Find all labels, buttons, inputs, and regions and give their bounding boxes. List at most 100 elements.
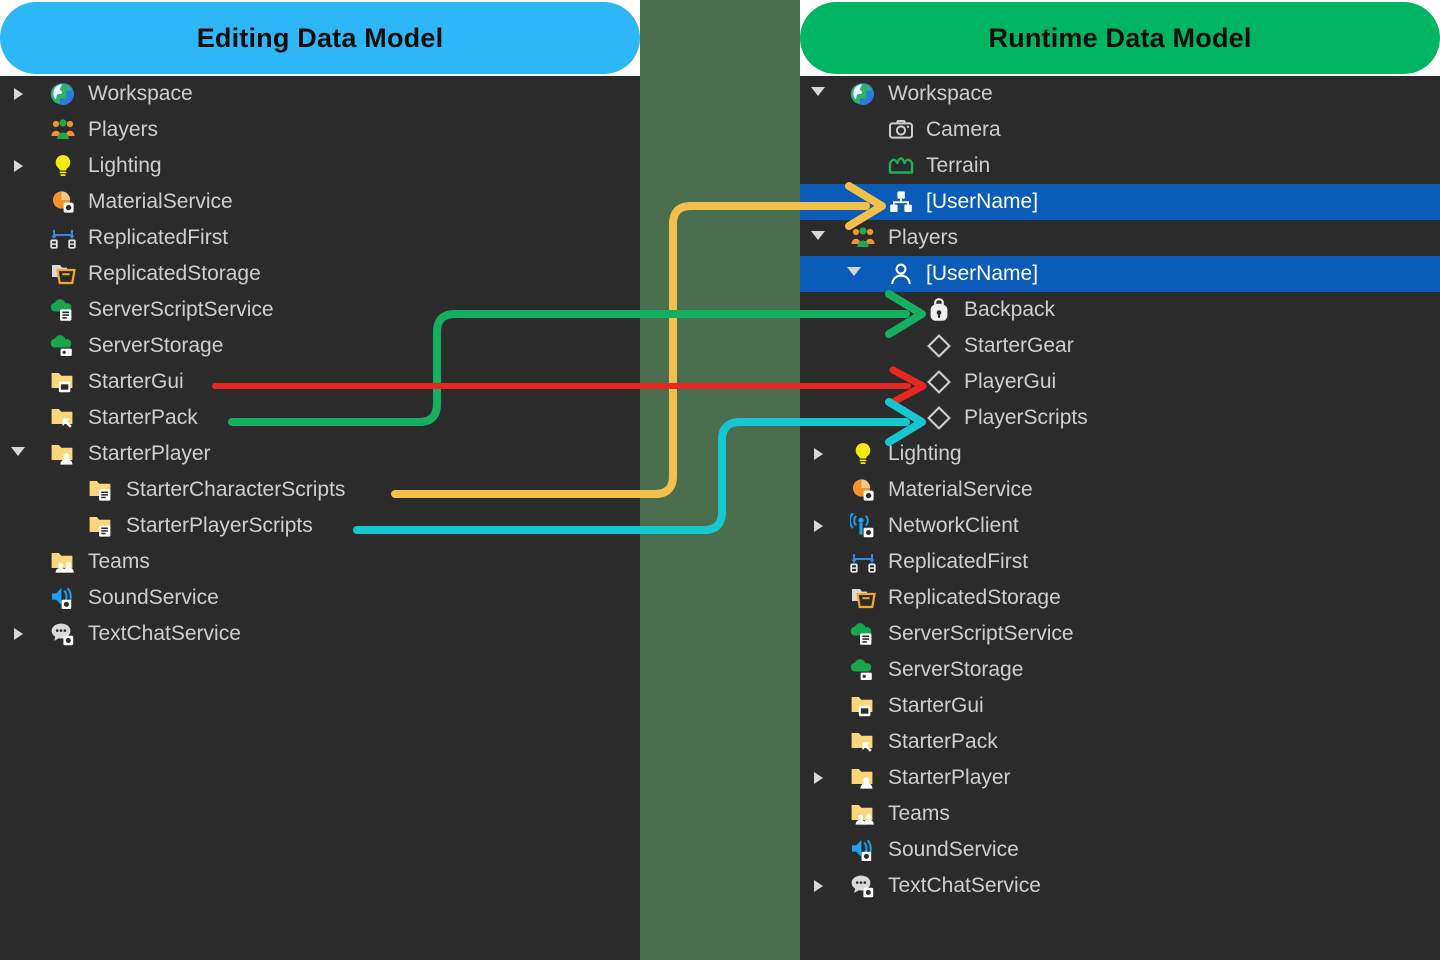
tree-row-label: Workspace xyxy=(888,82,993,105)
tree-row-label: TextChatService xyxy=(88,622,241,645)
tree-row[interactable]: StarterPack xyxy=(0,400,640,436)
tree-row[interactable]: StarterCharacterScripts xyxy=(0,472,640,508)
tree-row[interactable]: Lighting xyxy=(800,436,1440,472)
player-icon xyxy=(888,261,914,287)
chevron-right-icon[interactable] xyxy=(808,508,828,544)
text-chat-icon xyxy=(850,873,876,899)
network-client-icon xyxy=(850,513,876,539)
tree-row[interactable]: ReplicatedFirst xyxy=(0,220,640,256)
tree-row[interactable]: NetworkClient xyxy=(800,508,1440,544)
lighting-icon xyxy=(50,153,76,179)
tree-row[interactable]: SoundService xyxy=(800,832,1440,868)
tree-row[interactable]: TextChatService xyxy=(800,868,1440,904)
tree-row[interactable]: MaterialService xyxy=(0,184,640,220)
diamond-icon xyxy=(926,405,952,431)
lighting-icon xyxy=(850,441,876,467)
tree-row[interactable]: Teams xyxy=(0,544,640,580)
diamond-icon xyxy=(926,369,952,395)
tree-row[interactable]: ReplicatedStorage xyxy=(0,256,640,292)
tree-row[interactable]: PlayerScripts xyxy=(800,400,1440,436)
tree-row[interactable]: StarterPlayer xyxy=(800,760,1440,796)
starter-player-icon xyxy=(850,765,876,791)
tree-row-label: Teams xyxy=(888,802,950,825)
chevron-right-icon[interactable] xyxy=(8,616,28,652)
tree-row-label: StarterPack xyxy=(88,406,198,429)
tree-row[interactable]: [UserName] xyxy=(800,256,1440,292)
chevron-right-icon[interactable] xyxy=(808,760,828,796)
terrain-icon xyxy=(888,153,914,179)
sound-service-icon xyxy=(850,837,876,863)
tree-row[interactable]: StarterGui xyxy=(0,364,640,400)
tree-row[interactable]: Workspace xyxy=(800,76,1440,112)
tree-row[interactable]: ServerScriptService xyxy=(800,616,1440,652)
server-script-icon xyxy=(850,621,876,647)
editing-data-model-header: Editing Data Model xyxy=(0,2,640,74)
tree-row[interactable]: StarterPlayerScripts xyxy=(0,508,640,544)
tree-row[interactable]: SoundService xyxy=(0,580,640,616)
tree-row-label: Players xyxy=(888,226,959,249)
tree-row[interactable]: StarterPlayer xyxy=(0,436,640,472)
chevron-down-icon[interactable] xyxy=(8,436,28,472)
tree-row[interactable]: Camera xyxy=(800,112,1440,148)
tree-row[interactable]: Players xyxy=(0,112,640,148)
tree-row[interactable]: [UserName] xyxy=(800,184,1440,220)
material-service-icon xyxy=(50,189,76,215)
players-icon xyxy=(850,225,876,251)
tree-row[interactable]: Workspace xyxy=(0,76,640,112)
tree-row-label: ReplicatedFirst xyxy=(888,550,1029,573)
chevron-right-icon[interactable] xyxy=(8,148,28,184)
starter-pack-icon xyxy=(50,405,76,431)
tree-row[interactable]: Lighting xyxy=(0,148,640,184)
replicated-first-icon xyxy=(850,549,876,575)
replicated-storage-icon xyxy=(850,585,876,611)
backpack-icon xyxy=(926,297,952,323)
tree-row[interactable]: StarterPack xyxy=(800,724,1440,760)
material-service-icon xyxy=(850,477,876,503)
tree-row[interactable]: TextChatService xyxy=(0,616,640,652)
tree-row-label: StarterPlayer xyxy=(888,766,1011,789)
tree-row[interactable]: ReplicatedStorage xyxy=(800,580,1440,616)
players-icon xyxy=(50,117,76,143)
chevron-down-icon[interactable] xyxy=(808,220,828,256)
server-storage-icon xyxy=(850,657,876,683)
tree-row[interactable]: ServerStorage xyxy=(800,652,1440,688)
starter-pack-icon xyxy=(850,729,876,755)
tree-row-label: MaterialService xyxy=(888,478,1033,501)
tree-row-label: StarterPlayerScripts xyxy=(126,514,313,537)
starter-gui-icon xyxy=(850,693,876,719)
tree-row[interactable]: ServerStorage xyxy=(0,328,640,364)
tree-row[interactable]: ReplicatedFirst xyxy=(800,544,1440,580)
chevron-right-icon[interactable] xyxy=(808,868,828,904)
diamond-icon xyxy=(926,333,952,359)
tree-row[interactable]: MaterialService xyxy=(800,472,1440,508)
runtime-data-model-header: Runtime Data Model xyxy=(800,2,1440,74)
tree-row[interactable]: ServerScriptService xyxy=(0,292,640,328)
tree-row-label: Lighting xyxy=(88,154,162,177)
folder-script-icon xyxy=(88,477,114,503)
tree-row[interactable]: PlayerGui xyxy=(800,364,1440,400)
tree-row-label: PlayerGui xyxy=(964,370,1057,393)
tree-row[interactable]: StarterGui xyxy=(800,688,1440,724)
tree-row-label: Teams xyxy=(88,550,150,573)
tree-row-label: Workspace xyxy=(88,82,193,105)
starter-player-icon xyxy=(50,441,76,467)
tree-row[interactable]: Backpack xyxy=(800,292,1440,328)
tree-row[interactable]: Players xyxy=(800,220,1440,256)
workspace-icon xyxy=(850,81,876,107)
chevron-down-icon[interactable] xyxy=(844,256,864,292)
folder-script-icon xyxy=(88,513,114,539)
tree-row[interactable]: Teams xyxy=(800,796,1440,832)
chevron-right-icon[interactable] xyxy=(8,76,28,112)
tree-row-label: Camera xyxy=(926,118,1001,141)
teams-icon xyxy=(850,801,876,827)
chevron-down-icon[interactable] xyxy=(808,76,828,112)
tree-row[interactable]: StarterGear xyxy=(800,328,1440,364)
model-icon xyxy=(888,189,914,215)
tree-row-label: StarterGui xyxy=(88,370,184,393)
tree-row[interactable]: Terrain xyxy=(800,148,1440,184)
tree-row-label: NetworkClient xyxy=(888,514,1019,537)
chevron-right-icon[interactable] xyxy=(808,436,828,472)
tree-row-label: ServerScriptService xyxy=(888,622,1074,645)
tree-row-label: ServerStorage xyxy=(88,334,224,357)
